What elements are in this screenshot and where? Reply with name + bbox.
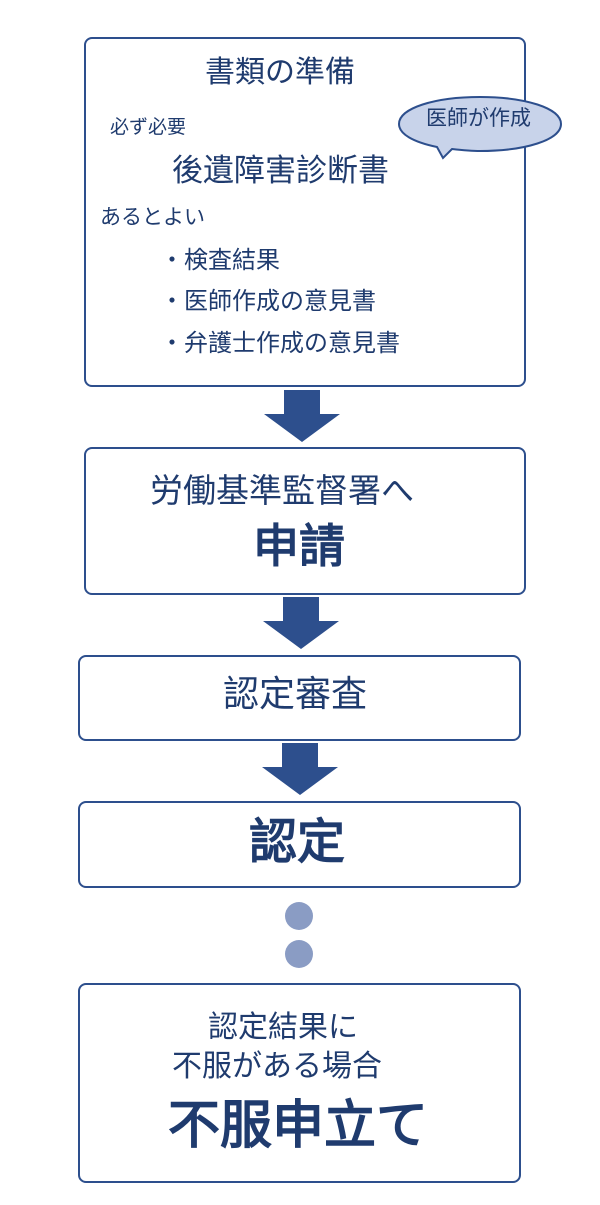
appeal-line1: 認定結果に	[208, 1010, 358, 1045]
continuation-dot	[285, 940, 313, 968]
arrow-down-icon	[263, 597, 339, 649]
optional-item: ・検査結果	[160, 246, 280, 274]
appeal-box	[78, 983, 521, 1183]
appeal-line3: 不服申立て	[168, 1096, 429, 1156]
arrow-down-icon	[264, 390, 340, 442]
certify-box	[78, 801, 521, 888]
certify-label: 認定	[249, 814, 346, 870]
review-box	[78, 655, 521, 741]
documents-box	[84, 37, 526, 387]
continuation-dot	[285, 902, 313, 930]
apply-box	[84, 447, 526, 595]
optional-item: ・医師作成の意見書	[160, 287, 376, 315]
documents-title: 書類の準備	[205, 55, 355, 90]
optional-label: あるとよい	[100, 205, 205, 229]
speech-bubble	[397, 95, 563, 160]
apply-line2: 申請	[253, 519, 345, 573]
required-label: 必ず必要	[110, 116, 187, 138]
required-item: 後遺障害診断書	[172, 153, 389, 189]
optional-item: ・弁護士作成の意見書	[160, 329, 400, 357]
bubble-text: 医師が作成	[426, 106, 531, 130]
apply-line1: 労働基準監督署へ	[150, 471, 414, 510]
review-label: 認定審査	[223, 674, 368, 715]
arrow-down-icon	[262, 743, 338, 795]
appeal-line2: 不服がある場合	[172, 1049, 382, 1084]
